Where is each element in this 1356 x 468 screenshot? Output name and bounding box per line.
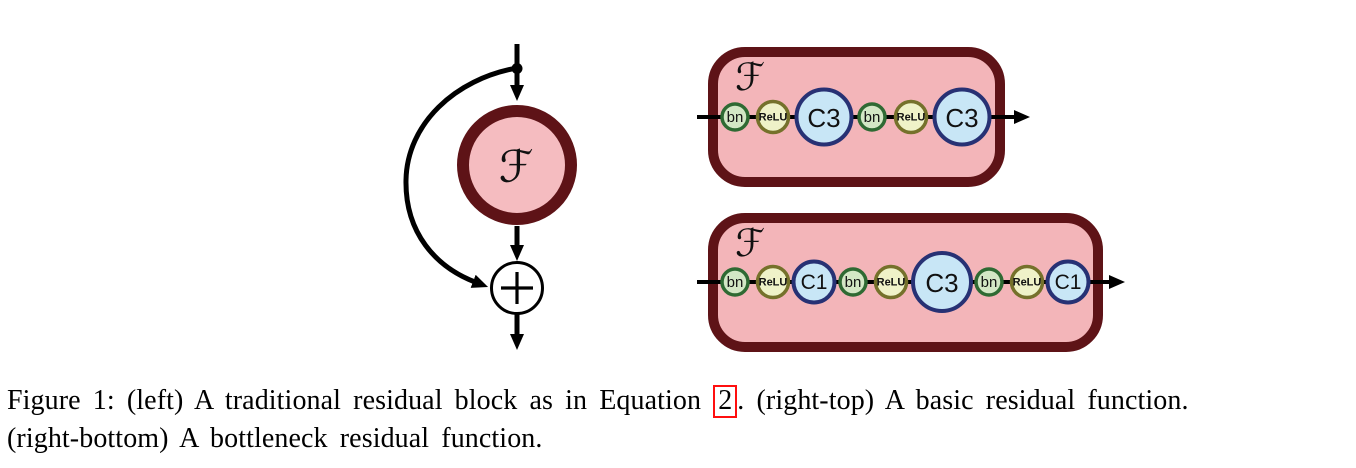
node-label: C3 (945, 103, 978, 133)
node-conv3 (794, 87, 854, 147)
left-residual-block: ℱ (403, 44, 577, 350)
caption-line2: (right-bottom) A bottleneck residual fun… (7, 423, 543, 454)
node-bn (974, 267, 1004, 297)
function-label: ℱ (735, 55, 765, 99)
node-bn (720, 102, 750, 132)
figure-diagram: ℱ ℱ bn ReLU C3 bn ReLU C3 (403, 44, 1125, 352)
plus-icon (501, 272, 533, 304)
node-bn (857, 102, 887, 132)
node-bn (838, 267, 868, 297)
node-label: ReLU (1013, 277, 1042, 289)
equation-reference-link[interactable]: 2 (713, 385, 738, 418)
node-relu (873, 264, 909, 300)
node-label: bn (845, 274, 862, 291)
node-conv3 (932, 87, 992, 147)
node-label: bn (864, 109, 881, 126)
node-label: C1 (801, 271, 828, 294)
node-relu (755, 99, 791, 135)
function-label: ℱ (735, 221, 765, 265)
figure-caption: Figure 1: (left) A traditional residual … (7, 382, 1351, 458)
node-label: ReLU (897, 112, 926, 124)
node-relu (1009, 264, 1045, 300)
caption-line1-post: . (right-top) A basic residual function. (737, 385, 1189, 416)
node-label: ReLU (759, 112, 788, 124)
residual-function-circle (457, 105, 577, 225)
basic-residual-function-block: ℱ bn ReLU C3 bn ReLU C3 (697, 47, 1030, 187)
node-label: bn (727, 274, 744, 291)
node-conv1 (791, 259, 837, 305)
node-label: C1 (1055, 271, 1082, 294)
node-relu (755, 264, 791, 300)
node-label: bn (727, 109, 744, 126)
node-conv3 (911, 251, 973, 313)
node-label: bn (981, 274, 998, 291)
skip-connection-arrow (403, 65, 518, 288)
node-relu (893, 99, 929, 135)
bottleneck-residual-function-block: ℱ bn ReLU C1 bn ReLU C3 bn ReLU C1 (697, 213, 1125, 352)
node-label: C3 (925, 268, 958, 298)
branch-dot-icon (511, 63, 523, 74)
function-label: ℱ (499, 142, 534, 193)
node-bn (720, 267, 750, 297)
node-label: C3 (807, 103, 840, 133)
caption-line1-pre: Figure 1: (left) A traditional residual … (7, 385, 714, 416)
node-conv1 (1045, 259, 1091, 305)
caption-text: Figure 1: (left) A traditional residual … (7, 382, 1351, 458)
node-label: ReLU (759, 277, 788, 289)
node-label: ReLU (877, 277, 906, 289)
